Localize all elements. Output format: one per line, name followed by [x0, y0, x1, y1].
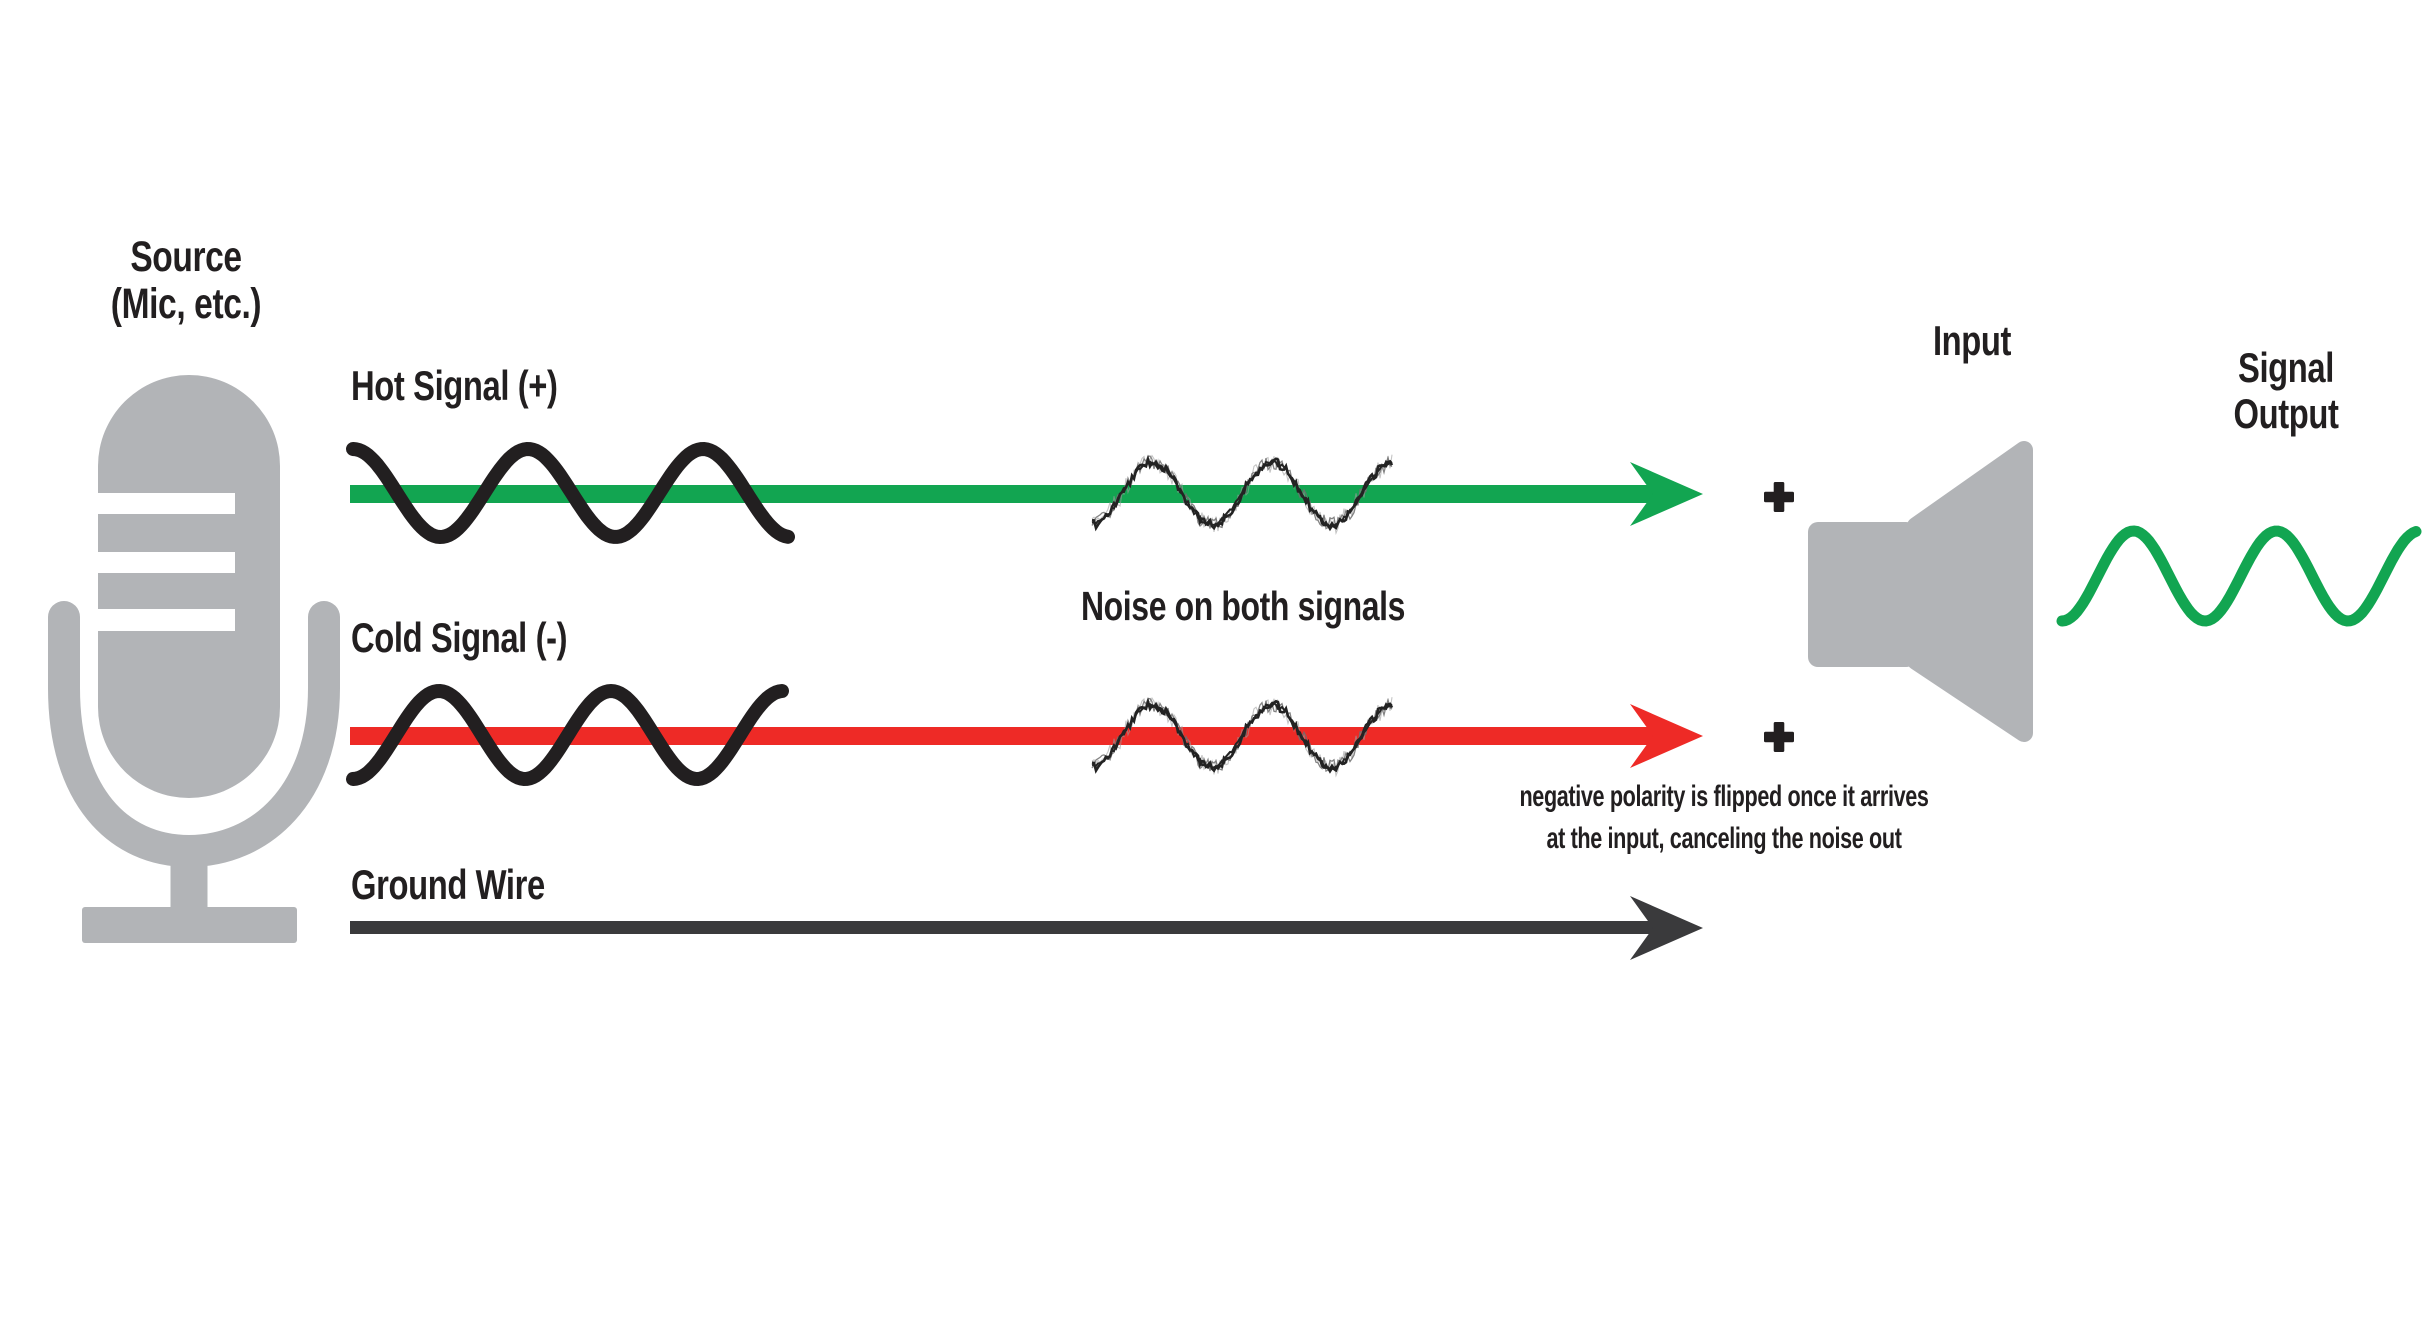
- polarity-note-line2: at the input, canceling the noise out: [1546, 822, 1902, 855]
- source-label: Source (Mic, etc.): [110, 233, 262, 328]
- ground-wire-label: Ground Wire: [351, 861, 545, 908]
- source-label-line2: (Mic, etc.): [110, 280, 262, 328]
- hot-signal-line: [350, 485, 1656, 503]
- noise-wave-cold: [1091, 696, 1394, 778]
- mic-stem: [170, 845, 208, 911]
- cold-signal-line: [350, 727, 1656, 745]
- noise-wave-hot: [1091, 454, 1394, 536]
- hot-signal-wave: [346, 441, 795, 545]
- plus-bar-v: [1773, 722, 1785, 752]
- ground-wire-line: [350, 921, 1656, 934]
- signal-output-line2: Output: [2233, 390, 2339, 437]
- microphone-icon: [48, 375, 340, 943]
- plus-bar-v: [1773, 482, 1785, 512]
- speaker-horn: [1907, 441, 2033, 742]
- polarity-note-line1: negative polarity is flipped once it arr…: [1519, 780, 1929, 813]
- speaker-box: [1808, 522, 1916, 667]
- cold-signal-arrowhead: [1630, 704, 1703, 768]
- signal-output-label: Signal Output: [2234, 345, 2339, 437]
- noise-label: Noise on both signals: [1080, 583, 1406, 629]
- mic-body: [98, 375, 280, 798]
- mic-slot: [98, 493, 235, 514]
- speaker-icon: [1808, 441, 2033, 742]
- cold-signal-label: Cold Signal (-): [351, 614, 568, 661]
- ground-wire-arrowhead: [1630, 896, 1703, 960]
- hot-signal-arrowhead: [1630, 462, 1703, 526]
- plus-icon: [1764, 482, 1794, 512]
- mic-slot: [98, 609, 235, 631]
- source-label-line1: Source: [130, 233, 242, 281]
- signal-output-line1: Signal: [2238, 344, 2334, 391]
- mic-base: [82, 907, 297, 943]
- cold-signal-wave: [346, 683, 789, 787]
- noise-core: [1091, 459, 1393, 528]
- polarity-note: negative polarity is flipped once it arr…: [1519, 776, 1928, 860]
- noise-core: [1091, 701, 1393, 770]
- plus-icon: [1764, 722, 1794, 752]
- input-label: Input: [1932, 317, 2012, 364]
- mic-slot: [98, 552, 235, 573]
- output-signal-wave: [2056, 525, 2422, 627]
- hot-signal-label: Hot Signal (+): [351, 362, 558, 409]
